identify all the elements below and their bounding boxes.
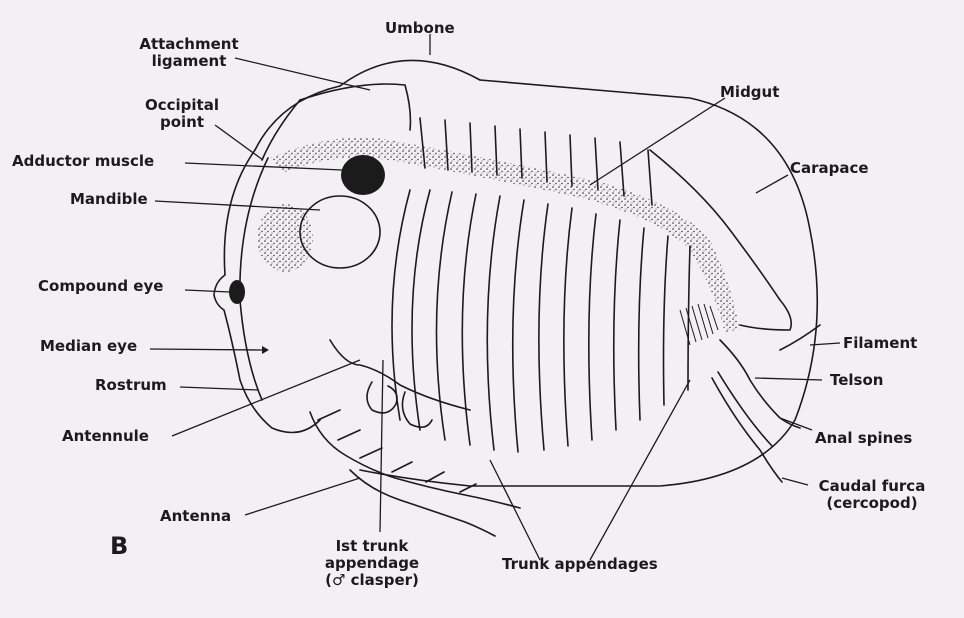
telson-shape — [720, 340, 800, 428]
leader-lines — [150, 34, 840, 560]
median-eye-shape — [262, 346, 269, 354]
caudal-furca-shape — [712, 378, 782, 482]
label-midgut: Midgut — [720, 84, 779, 101]
label-umbone: Umbone — [385, 20, 455, 37]
ventral-comb — [680, 304, 718, 345]
label-trunk-appendages: Trunk appendages — [502, 556, 658, 573]
label-adductor-muscle: Adductor muscle — [12, 153, 154, 170]
label-antennule: Antennule — [62, 428, 149, 445]
label-telson: Telson — [830, 372, 883, 389]
hepatic-stipple — [257, 204, 313, 272]
antennule-shape — [330, 340, 470, 410]
label-filament: Filament — [843, 335, 917, 352]
label-median-eye: Median eye — [40, 338, 137, 355]
umbone-outline — [340, 60, 480, 86]
compound-eye-shape — [229, 280, 245, 304]
label-occipital-point: Occipital point — [132, 97, 232, 131]
adductor-muscle-shape — [341, 155, 385, 195]
trunk-appendage-lines — [392, 190, 690, 452]
label-antenna: Antenna — [160, 508, 231, 525]
label-attachment-ligament: Attachment ligament — [128, 36, 250, 70]
label-first-trunk-appendage: Ist trunk appendage (♂ clasper) — [302, 538, 442, 589]
attachment-ligament-shape — [300, 84, 410, 130]
head-inner-line — [240, 158, 268, 400]
label-mandible: Mandible — [70, 191, 148, 208]
label-caudal-furca: Caudal furca (cercopod) — [802, 478, 942, 512]
label-anal-spines: Anal spines — [815, 430, 912, 447]
label-carapace: Carapace — [790, 160, 869, 177]
label-rostrum: Rostrum — [95, 377, 167, 394]
panel-letter: B — [110, 532, 128, 560]
carapace-inner-line — [255, 86, 340, 150]
label-compound-eye: Compound eye — [38, 278, 163, 295]
